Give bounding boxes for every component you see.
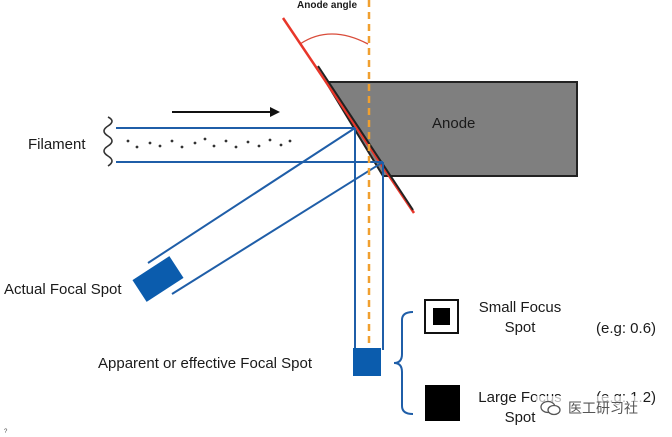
actual-focal-spot-shape xyxy=(132,256,184,302)
diagonal-beam-lower xyxy=(171,161,384,295)
watermark-text: 医工研习社 xyxy=(568,400,638,416)
wechat-icon xyxy=(540,400,562,416)
watermark: 医工研习社 xyxy=(536,396,642,420)
anode-block xyxy=(324,81,578,177)
anode-label: Anode xyxy=(432,115,476,132)
small-focus-spot xyxy=(433,308,450,325)
anode-angle-arc xyxy=(299,33,369,45)
small-focus-line1: Small Focus xyxy=(478,299,562,316)
actual-focal-spot-label: Actual Focal Spot xyxy=(4,281,122,298)
electron-dots xyxy=(126,137,292,149)
apparent-focal-spot-shape xyxy=(353,348,381,376)
large-focus-spot xyxy=(425,385,460,421)
apparent-focal-spot-label: Apparent or effective Focal Spot xyxy=(98,355,313,372)
small-focus-label: Small Focus Spot xyxy=(470,299,570,336)
curly-bracket-icon xyxy=(393,311,414,415)
filament-label: Filament xyxy=(28,136,86,153)
small-focus-example: (e.g: 0.6) xyxy=(596,320,657,337)
diagonal-beam-upper xyxy=(147,127,356,264)
target-surface-line xyxy=(281,17,416,214)
right-arrow-head xyxy=(270,107,280,117)
small-focus-line2: Spot xyxy=(504,319,536,336)
anode-angle-label: Anode angle xyxy=(297,0,358,11)
coil-icon xyxy=(103,116,113,167)
large-focus-line2: Spot xyxy=(504,409,536,426)
corner-mark: ? xyxy=(4,429,8,435)
target-dark-edge xyxy=(317,65,414,211)
